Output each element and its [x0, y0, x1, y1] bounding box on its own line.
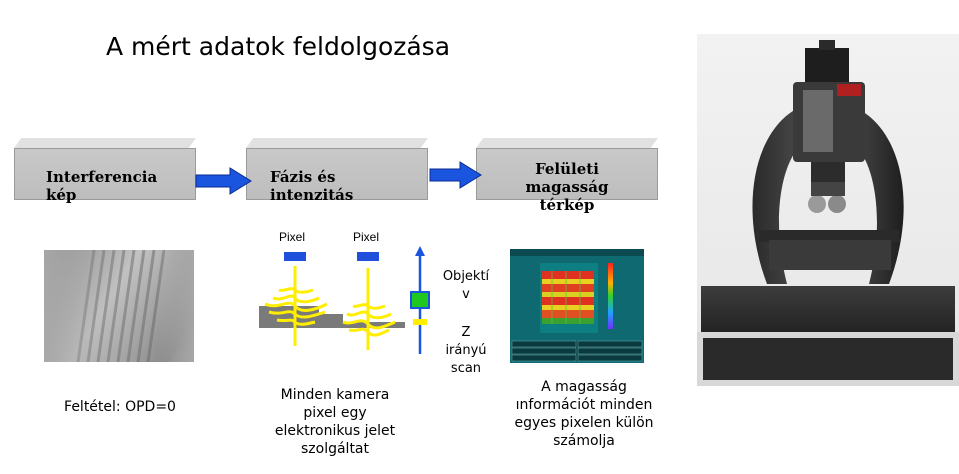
map-caption-line: egyes pixelen külön: [514, 415, 654, 431]
profilometer-illustration: [697, 40, 959, 386]
objective-label-line: v: [462, 287, 470, 302]
signal-caption-line: pixel egy: [303, 405, 367, 421]
z-scan-label-line: scan: [450, 361, 482, 376]
z-scan-label-line: irányú: [445, 343, 487, 358]
focal-marker: [413, 319, 427, 325]
signal-caption-line: szolgáltat: [300, 441, 369, 457]
objective-label: Objektí v: [440, 268, 492, 304]
interference-signal-1: [264, 266, 328, 346]
height-map-screenshot: [510, 249, 644, 363]
scan-arrow-up-icon: [415, 246, 425, 256]
box-label-line1: Interferencia: [46, 168, 158, 186]
box-interference-image: Interferencia kép: [14, 138, 196, 204]
box-label-line3: térkép: [539, 196, 595, 214]
map-caption-line: ınformációt minden: [515, 397, 653, 413]
signal-diagram: [259, 246, 430, 354]
map-caption: A magasság ınformációt minden egyes pixe…: [486, 378, 682, 450]
signal-caption-line: elektronikus jelet: [274, 423, 396, 439]
signal-caption: Minden kamera pixel egy elektronikus jel…: [250, 386, 420, 458]
signal-caption-line: Minden kamera: [280, 387, 390, 403]
map-caption-line: A magasság: [541, 379, 627, 395]
flow-arrow-2: [429, 161, 482, 189]
interferogram-image: [44, 250, 194, 362]
flow-arrow-1: [195, 167, 252, 195]
interference-signal-2: [342, 268, 396, 350]
map-caption-line: számolja: [553, 433, 615, 449]
camera-pixel-icon: [357, 252, 379, 261]
box-label-line2: intenzitás: [270, 186, 354, 204]
camera-pixel-icon: [284, 252, 306, 261]
pixel-label-2: Pixel: [353, 230, 380, 244]
z-scan-label: Z irányú scan: [440, 324, 492, 378]
objective-label-line: Objektí: [442, 269, 490, 284]
profilometer-photo: [697, 34, 959, 386]
page-title: A mért adatok feldolgozása: [106, 32, 451, 61]
box-label-line2: kép: [46, 186, 77, 204]
box-surface-map: Felületi magasság térkép: [476, 138, 658, 214]
interferogram-caption: Feltétel: OPD=0: [64, 399, 176, 415]
height-map-stripes: [542, 271, 594, 324]
z-scan-label-line: Z: [461, 325, 471, 340]
box-phase-intensity: Fázis és intenzitás: [246, 138, 428, 204]
box-label-line1: Felületi: [535, 160, 599, 178]
objective-lens-icon: [410, 291, 430, 309]
box-label-line2: magasság: [525, 178, 609, 196]
box-label-line1: Fázis és: [270, 168, 336, 186]
color-scale-bar: [608, 263, 613, 329]
pixel-label-1: Pixel: [279, 230, 306, 244]
